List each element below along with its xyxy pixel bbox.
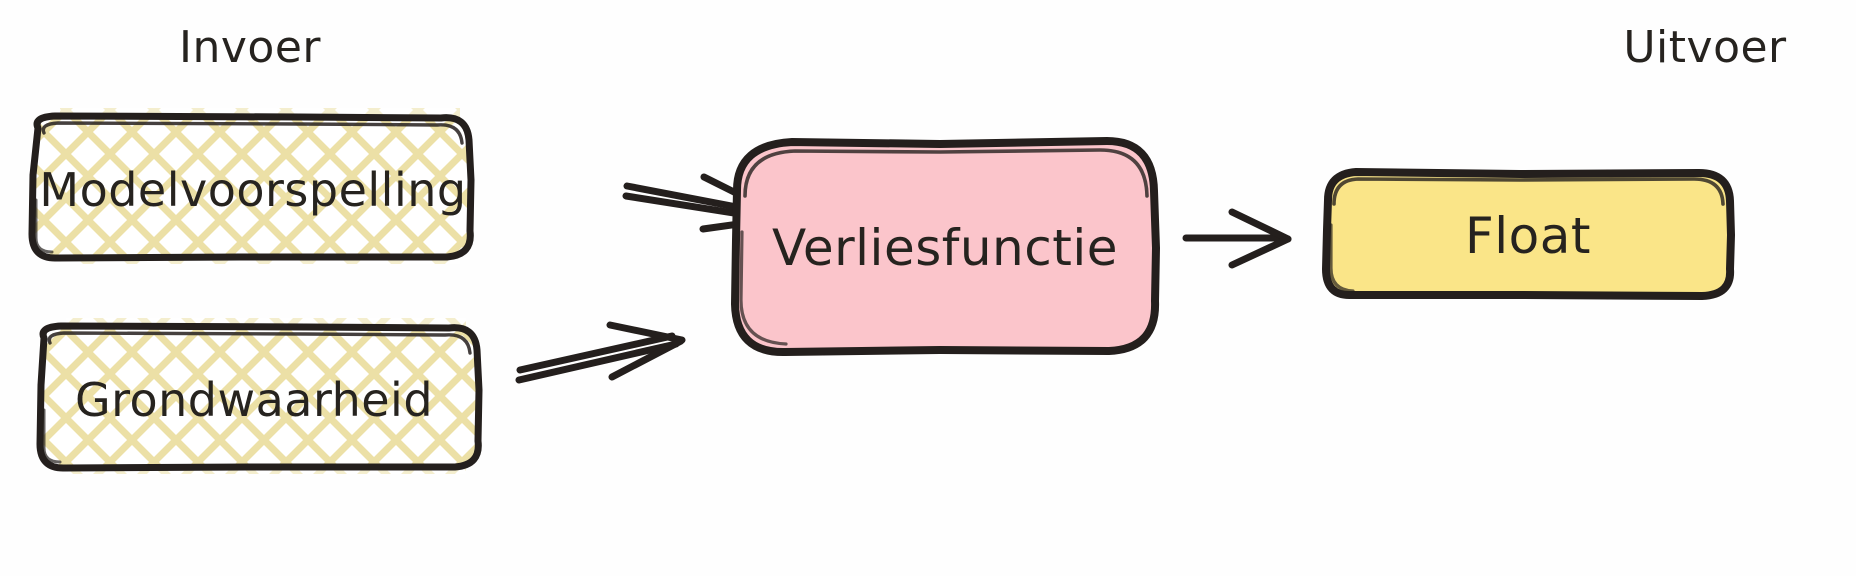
node-loss-function-border: [731, 137, 1160, 357]
node-ground-truth-border: [36, 322, 483, 472]
node-loss-function-border-accent: [739, 230, 788, 346]
node-model-prediction-label: Modelvoorspelling: [39, 163, 466, 217]
node-loss-function-label: Verliesfunctie: [772, 219, 1118, 277]
node-model-prediction-fill: [33, 117, 471, 258]
node-ground-truth[interactable]: Grondwaarheid: [26, 315, 496, 485]
node-ground-truth-fill: [41, 327, 479, 468]
node-loss-function[interactable]: Verliesfunctie: [731, 137, 1160, 357]
edge-truth-to-loss-head-upper: [606, 321, 686, 344]
edge-truth-to-loss-shaft-b: [515, 340, 680, 384]
edge-loss-to-float-head-upper: [1228, 208, 1292, 243]
node-float-output-border-inner: [1332, 177, 1725, 206]
node-model-prediction-border-inner: [41, 121, 464, 145]
node-float-output[interactable]: Float: [1322, 168, 1735, 300]
node-float-output-fill: [1327, 173, 1731, 295]
node-loss-function-border-inner: [743, 148, 1149, 198]
node-model-prediction[interactable]: Modelvoorspelling: [20, 105, 490, 275]
node-ground-truth-border-accent: [42, 408, 62, 464]
node-float-output-label: Float: [1465, 207, 1591, 265]
group-title-invoer: Invoer: [179, 22, 321, 73]
group-title-uitvoer: Uitvoer: [1623, 22, 1787, 73]
edge-truth-to-loss: [515, 321, 686, 384]
node-ground-truth-label: Grondwaarheid: [75, 373, 433, 427]
node-float-output-border: [1322, 168, 1735, 300]
edge-loss-to-float-head-lower: [1228, 235, 1292, 269]
node-model-prediction-border-accent: [34, 198, 54, 254]
edge-loss-to-float: [1182, 208, 1292, 269]
group-title-uitvoer-text: Uitvoer: [1623, 22, 1787, 73]
edge-truth-to-loss-shaft-a: [516, 332, 676, 374]
node-loss-function-fill: [736, 142, 1156, 352]
node-ground-truth-border-inner: [47, 331, 472, 355]
group-title-invoer-text: Invoer: [179, 22, 321, 73]
edge-truth-to-loss-head-lower: [608, 337, 685, 381]
node-model-prediction-border: [28, 112, 475, 262]
node-float-output-border-accent: [1329, 223, 1355, 293]
